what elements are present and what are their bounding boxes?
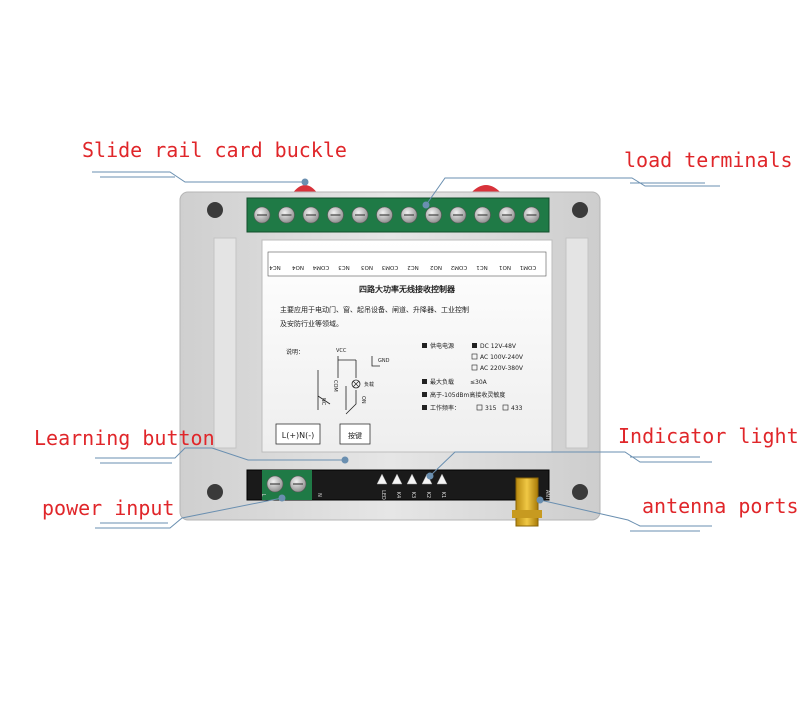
- spec-freq-label: 工作频率：: [430, 404, 460, 412]
- indicator-led: [406, 473, 418, 485]
- leader-load-terminals-dot: [422, 201, 430, 209]
- spec-list: 供电电源 DC 12V-48V AC 100V-240V AC 220V-380…: [422, 342, 524, 412]
- diagram-gnd: GND: [378, 358, 390, 364]
- leader-power-input-dot: [278, 494, 286, 502]
- mount-hole-bottom-left: [207, 484, 223, 500]
- indicator-led: [436, 473, 448, 485]
- bottom-terminal-label: ANT: [544, 490, 550, 501]
- bottom-terminal-label: K4: [395, 492, 401, 498]
- leader-indicator-light: [429, 451, 712, 477]
- callout-power-input: power input: [42, 496, 175, 520]
- spec-power-ac2: AC 220V-380V: [480, 365, 524, 372]
- diagram-com: COM: [332, 380, 338, 392]
- bottom-terminal-label: L: [260, 494, 266, 497]
- diagram-label: 说明：: [286, 348, 304, 356]
- bottom-terminal-label: K3: [410, 492, 416, 498]
- leader-slide-rail: [92, 171, 305, 183]
- leader-lines: [92, 171, 720, 532]
- mount-hole-top-right: [572, 202, 588, 218]
- callout-learning-button: Learning button: [34, 426, 215, 450]
- power-terminal-screws: [266, 475, 307, 493]
- antenna-port: [515, 477, 539, 527]
- top-terminal-label: NC3: [338, 264, 350, 270]
- top-terminal-label: COM3: [381, 264, 398, 270]
- housing-left-rib: [213, 237, 237, 449]
- leader-slide-rail-dot: [301, 178, 309, 186]
- bottom-terminal-label: K1: [440, 492, 446, 498]
- spec-power-ac1: AC 100V-240V: [480, 354, 524, 361]
- spec-sensitivity: 高于-105dBm高接收灵敏度: [430, 391, 505, 399]
- learn-button-box-text: 按键: [348, 431, 362, 440]
- leader-learning-button-dot: [341, 456, 349, 464]
- callout-antenna-ports: antenna ports: [642, 494, 799, 518]
- top-terminal-label: NC4: [269, 264, 281, 270]
- bottom-terminal-label: K2: [425, 492, 431, 498]
- mount-hole-bottom-right: [572, 484, 588, 500]
- top-terminal-label: NO4: [292, 264, 304, 270]
- indicator-led: [376, 473, 388, 485]
- diagram-vcc: VCC: [336, 348, 347, 354]
- leader-load-terminals: [425, 177, 720, 206]
- leader-antenna-ports: [539, 499, 712, 527]
- top-terminal-label: NC2: [407, 264, 418, 270]
- callout-load-terminals: load terminals: [624, 148, 793, 172]
- indicator-led: [391, 473, 403, 485]
- diagram-load: 负载: [364, 381, 374, 388]
- top-terminal-block: [246, 197, 550, 233]
- top-terminal-screws: [253, 206, 540, 224]
- housing-right-rib: [565, 237, 589, 449]
- spec-power-dc: DC 12V-48V: [480, 343, 517, 350]
- wiring-diagram: 说明： VCC GND 负载 NC COM ON: [286, 348, 390, 415]
- top-terminal-label: COM1: [520, 264, 536, 270]
- spec-freq-433: 433: [511, 405, 523, 412]
- spec-load-label: 最大负载: [430, 378, 454, 386]
- top-terminal-label: NO3: [361, 264, 373, 270]
- bottom-terminal-labels: L N LED K4 K3 K2 K1 ANT: [260, 490, 550, 501]
- bottom-terminal-label: N: [316, 493, 322, 497]
- panel-description-line1: 主要应用于电动门、窗、起吊设备、闸道、升降器、工业控制: [280, 305, 469, 314]
- top-terminal-label: COM4: [312, 264, 329, 270]
- top-terminal-label: COM2: [451, 264, 467, 270]
- antenna-nut: [512, 510, 542, 518]
- panel-description-line2: 及安防行业等领域。: [280, 319, 343, 328]
- leader-indicator-light-dot: [426, 472, 434, 480]
- top-terminal-label: NC1: [476, 264, 487, 270]
- top-terminal-label: NO1: [499, 264, 511, 270]
- power-label-box-text: L(+)N(-): [282, 431, 315, 440]
- indicator-leds: [376, 473, 448, 485]
- diagram-nc: NC: [320, 398, 326, 406]
- callout-slide-rail-card-buckle: Slide rail card buckle: [82, 138, 347, 162]
- leader-antenna-ports-dot: [536, 496, 544, 504]
- power-label-box: [275, 423, 321, 445]
- leader-learning-button: [95, 447, 345, 461]
- panel-title: 四路大功率无线接收控制器: [359, 284, 456, 294]
- top-terminal-labels: NC4 NO4 COM4 NC3 NO3 COM3 NC2 NO2 COM2 NC1 NO1 COM1: [269, 264, 536, 270]
- leader-power-input: [95, 497, 283, 529]
- mount-hole-top-left: [207, 202, 223, 218]
- bottom-terminal-label: LED: [380, 490, 386, 500]
- top-terminal-label: NO2: [430, 264, 442, 270]
- terminal-label-strip: [267, 251, 547, 277]
- spec-freq-315: 315: [485, 405, 497, 412]
- learn-button-box: [339, 423, 371, 445]
- spec-load-value: ≤30A: [470, 379, 488, 386]
- diagram-on: ON: [360, 396, 366, 404]
- spec-power-label: 供电电源: [430, 342, 454, 350]
- callout-indicator-light: Indicator light: [618, 424, 799, 448]
